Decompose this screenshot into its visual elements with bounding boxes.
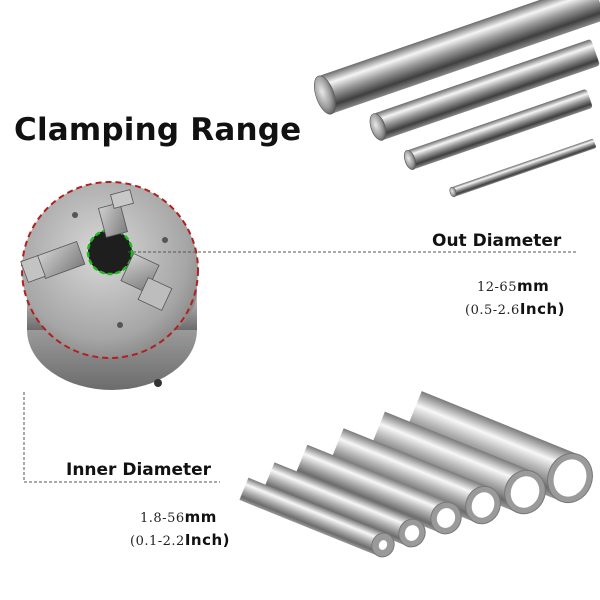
out-diameter-mm-value: 12-65	[477, 280, 517, 295]
jaw-top	[98, 189, 134, 238]
rod-large	[313, 0, 600, 115]
inner-diameter-mm-value: 1.8-56	[140, 511, 185, 526]
rod-small	[403, 89, 593, 170]
jaw-left	[20, 241, 86, 283]
tube-4	[329, 428, 501, 525]
rod-medium	[369, 39, 600, 141]
inner-diameter-label: Inner Diameter	[66, 460, 212, 480]
inner-diameter-mm-unit: mm	[184, 508, 217, 526]
chuck-outline	[21, 181, 199, 359]
tube-1	[239, 477, 395, 558]
out-diameter-mm-unit: mm	[516, 277, 550, 295]
inner-diameter-inch: (0.1-2.2Inch)	[130, 531, 230, 549]
hollow-tubes	[239, 391, 593, 558]
lathe-chuck	[20, 181, 199, 390]
tube-5	[368, 411, 546, 515]
inner-diameter-mm: 1.8-56mm	[140, 508, 217, 526]
bore-outline	[86, 228, 134, 276]
out-diameter-inch: (0.5-2.6Inch)	[465, 300, 565, 318]
rod-thin	[449, 138, 596, 198]
out-diameter-mm: 12-65mm	[477, 277, 549, 295]
out-diameter-label: Out Diameter	[432, 231, 562, 251]
inner-diameter-inch-value: (0.1-2.2	[130, 534, 185, 549]
tube-2	[263, 462, 426, 548]
out-diameter-inch-unit: Inch)	[519, 300, 566, 318]
solid-rods	[313, 0, 600, 198]
tube-3	[295, 444, 462, 535]
page-title: Clamping Range	[14, 112, 302, 148]
jaw-right	[120, 252, 173, 311]
inner-diameter-inch-unit: Inch)	[184, 531, 231, 549]
out-diameter-inch-value: (0.5-2.6	[465, 303, 520, 318]
